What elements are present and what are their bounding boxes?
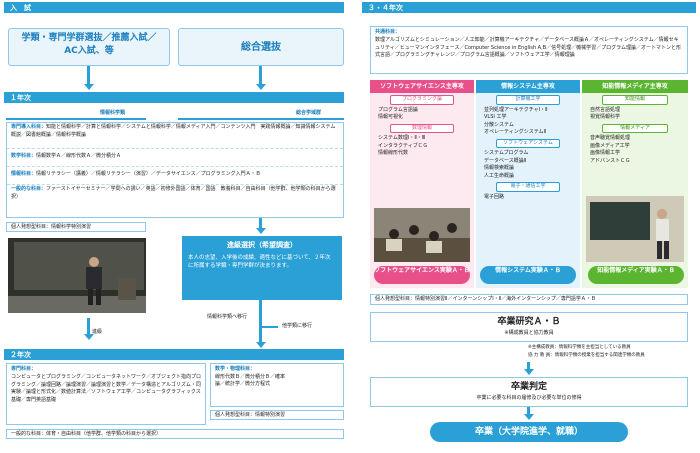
year1-row: 数学科目：情報数学Ａ／線形代数Ａ／微分積分Ａ [7,149,343,167]
entrance-left-box: 学類・専門学群選抜／推薦入試／AC入試、等 [8,28,170,66]
year2-math-head: 数学・物理科目： [215,366,256,372]
arrow-line [259,66,262,86]
major-title: 情報システム主専攻 [476,80,580,93]
group-head: 電子・通信工学 [496,182,560,192]
to-other-label: 他学類に移行 [282,323,313,329]
year2-seminar: 個人発想型科目：情報特別演習 [210,410,344,420]
arrow-head [256,342,266,348]
major-title: 知能情報メディア主専攻 [582,80,688,93]
year2-spec: コンピュータとプログラミング／コンピュータネットワーク／オブジェクト指向プログラ… [11,373,202,403]
year1-seminar: 個人発想型科目：情報科学特別演習 [6,222,146,232]
group-head: 数理情報 [390,123,454,133]
year2-general: 一般的な科目：体育・自由科目（他学群、他学類の科目から選択） [6,429,344,439]
arrow-line [87,66,90,86]
group-items: 音声聴覚情報処理画像メディア工学画像情報工学アドバンストＣＧ [590,135,631,164]
year1-row: 専門導入科目：知能と情報科学／計算と情報科学／システムと情報科学／情報メディア入… [7,123,343,149]
graduation-banner: 卒業（大学院進学、就職） [430,422,628,442]
major-lab: 情報システム実験Ａ・Ｂ [480,266,576,284]
arrow-line [87,318,90,336]
group-head: ソフトウェアシステム [496,138,560,148]
arrow-line [527,362,530,370]
common-head: 共通科目： [375,29,401,35]
to-info-label: 情報科学類へ移行 [206,314,247,320]
judge-title: 卒業判定 [510,382,547,392]
arrow-head [84,334,94,340]
year34-seminar: 個人発想型科目：情報特別演習Ⅱ／インターンシップⅠ・Ⅱ／海外インターンシップ／専… [370,294,688,305]
advance-title: 進級選択（希望調査） [227,241,297,249]
classroom-photo [374,208,470,262]
group-items: 自然言語処理視覚情報科学 [590,106,621,121]
year2-spec-box: 専門科目： コンピュータとプログラミング／コンピュータネットワーク／オブジェクト… [6,363,206,425]
group-items: 電子回路 [484,193,505,200]
year2-math-box: 数学・物理科目： 線形代数Ｂ／微分積分Ｂ／確率論／統計学／微分方程式 [210,363,344,407]
year2-header: ２年次 [4,349,344,360]
year34-header: ３・４年次 [362,2,696,13]
thesis-title: 卒業研究Ａ・Ｂ [497,317,561,327]
judge-box: 卒業判定 卒業に必要な科目の履修及び必要な単位の修得 [370,377,688,407]
group-head: 知能情報 [602,95,668,105]
group-items: プログラム言語論情報可視化 [378,106,418,121]
common-courses: 数理アルゴリズムとシミュレーション／人工知能／計算機アーキテクチャ／データベース… [375,36,681,59]
entrance-left-label: 学類・専門学群選抜／推薦入試／AC入試、等 [21,33,157,56]
year2-spec-head: 専門科目： [11,366,37,372]
group-head: 計算機工学 [496,95,560,105]
arrow-line [262,326,278,328]
major-lab: ソフトウェアサイエンス実験Ａ・Ｂ [374,266,470,284]
advance-body: 本人の志望、入学後の成績、適性などに基づいて、２年次に所属する学類・専門学群が決… [188,254,331,270]
year1-row: 情報科目：情報リテラシー（講義）／情報リテラシー（演習）／データサイエンス／プロ… [7,167,343,185]
year1-divider [6,118,146,120]
judge-sub: 卒業に必要な科目の履修及び必要な単位の修得 [476,394,582,401]
year1-header: １年次 [4,92,344,103]
note-1: ※主構成教員：情報科学類を主担当としている教員 [528,345,631,350]
year1-row: 一般的な科目：ファーストイヤーセミナー／学問への誘い／英語／初修外国語／体育／国… [11,186,336,200]
arrow-head [84,84,94,90]
arrow-head [256,228,266,234]
thesis-sub: ※構成教員と協力教員 [504,329,554,336]
arrow-line [259,300,262,344]
year1-left-head: 情報科学類 [100,110,126,116]
year2-math: 線形代数Ｂ／微分積分Ｂ／確率論／統計学／微分方程式 [215,373,286,388]
year1-courses-box: 専門導入科目：知能と情報科学／計算と情報科学／システムと情報科学／情報メディア入… [6,122,344,218]
entrance-right-label: 総合選抜 [241,42,281,53]
entrance-header: 入 試 [4,2,344,13]
arrow-head [524,414,534,420]
note-2: 協 力 教 員：情報科学類の授業を担当する関連学類の教員 [528,353,645,358]
year1-divider [178,118,344,120]
year1-right-head: 総合学域群 [296,110,322,116]
thesis-box: 卒業研究Ａ・Ｂ ※構成教員と協力教員 [370,312,688,342]
arrow-head [524,369,534,375]
advance-box: 進級選択（希望調査） 本人の志望、入学後の成績、適性などに基づいて、２年次に所属… [182,236,342,300]
promote-label: 進級 [92,329,103,335]
professor-photo [586,196,684,262]
group-head: 情報メディア [602,123,668,133]
arrow-line [527,407,530,416]
arrow-head [256,84,266,90]
arrow-line [259,218,262,230]
common-box: 共通科目： 数理アルゴリズムとシミュレーション／人工知能／計算機アーキテクチャ／… [370,26,688,74]
lecture-photo [8,238,146,313]
major-lab: 知能情報メディア実験Ａ・Ｂ [588,266,684,284]
entrance-right-box: 総合選抜 [178,28,344,66]
group-head: プログラミング論 [390,95,454,105]
major-title: ソフトウェアサイエンス主専攻 [370,80,474,93]
